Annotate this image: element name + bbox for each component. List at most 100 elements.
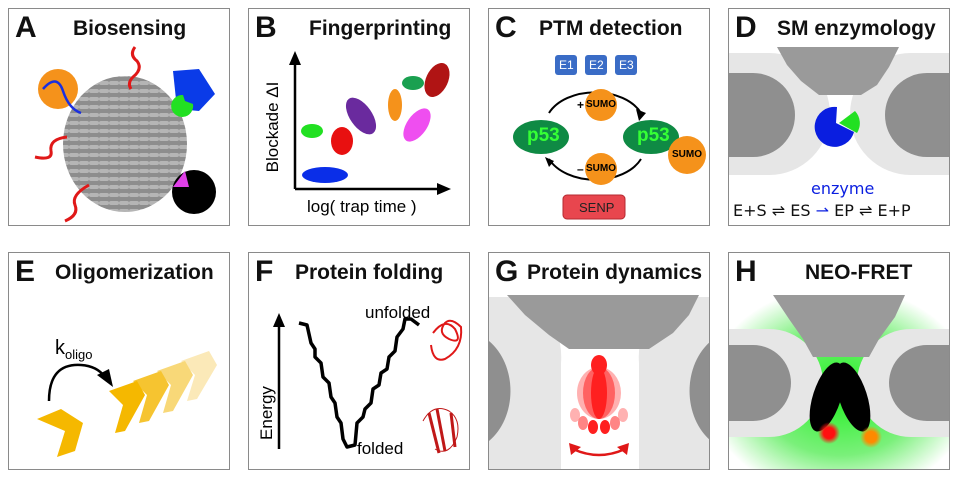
- sumo-attached-circle: [668, 136, 706, 174]
- enzymology-illustration: [729, 47, 949, 175]
- panel-neo-fret: H NEO-FRET: [728, 252, 950, 470]
- unfolded-label: unfolded: [365, 303, 431, 322]
- black-target-circle: [172, 170, 216, 214]
- monomer-chevron: [37, 409, 83, 457]
- cluster-purple: [345, 97, 377, 135]
- enzyme-pacman: [814, 106, 854, 147]
- nanopore-protein: [507, 295, 699, 349]
- red-linker-left: [34, 135, 68, 160]
- panel-letter: F: [255, 255, 274, 288]
- pore-wall-dark-right: [689, 342, 709, 440]
- rate-arrowhead: [97, 369, 113, 387]
- oligomer-chevron-1: [109, 381, 145, 433]
- p53-right-ellipse: [623, 120, 679, 154]
- panel-letter: D: [735, 11, 757, 44]
- orange-target-circle: [38, 69, 78, 109]
- cycle-arrowhead-bottom: [545, 157, 554, 167]
- y-axis-arrowhead: [289, 51, 301, 65]
- fingerprinting-plot: [289, 51, 451, 195]
- panel-title: Oligomerization: [55, 261, 214, 284]
- motion-arrow: [572, 447, 626, 457]
- rate-arrow: [47, 363, 107, 402]
- panel-letter: A: [15, 11, 37, 44]
- panel-title: PTM detection: [539, 17, 683, 40]
- cluster-blue: [302, 167, 348, 183]
- reaction-term: EP: [834, 201, 854, 220]
- x-axis-arrowhead: [437, 183, 451, 195]
- substrate-wedge: [839, 111, 860, 133]
- enzyme-e1-label: E1: [559, 58, 574, 72]
- panel-letter: G: [495, 255, 519, 288]
- remove-sign: –: [577, 162, 584, 176]
- motion-arrowhead-left: [569, 443, 581, 455]
- sumo-add-circle: [585, 89, 617, 121]
- green-receptor-pacman: [171, 94, 194, 117]
- catalytic-arrow: ⇀: [815, 201, 830, 220]
- panel-letter: B: [255, 11, 277, 44]
- donor-fluorophore: [818, 422, 840, 444]
- cluster-red: [331, 127, 353, 155]
- oligomer-chevron-4: [181, 351, 217, 401]
- rate-constant-label: koligo: [55, 337, 92, 362]
- folded-protein-structure: [422, 408, 459, 454]
- pore-wall-dark-right: [889, 345, 949, 421]
- equilibrium-arrow: ⇌: [771, 201, 786, 220]
- panel-title: Protein folding: [295, 261, 444, 284]
- cluster-green: [301, 124, 323, 138]
- pore-wall-light-left: [489, 297, 562, 469]
- pore-wall-dark-left: [729, 345, 791, 421]
- panel-fingerprinting: B Fingerprinting Blockade ΔI log( trap t…: [248, 8, 470, 226]
- sumo-remove-circle: [585, 153, 617, 185]
- oligomerization-illustration: [37, 351, 217, 457]
- nanopore-protein: [777, 47, 899, 95]
- reaction-term: E+S: [733, 201, 767, 220]
- acceptor-fluorophore: [860, 426, 882, 448]
- senp-box: [562, 194, 626, 220]
- sumo-remove-label: SUMO: [586, 163, 616, 174]
- enzyme-e3-label: E3: [619, 58, 634, 72]
- red-linker-bottom: [64, 183, 90, 223]
- panel-ptm-detection: C PTM detection E1 E2 E3 p53 p53 + SUMO …: [488, 8, 710, 226]
- pore-wall-dark-left: [729, 73, 795, 157]
- sumo-attached-label: SUMO: [672, 149, 702, 160]
- reaction-term: ES: [790, 201, 811, 220]
- energy-axis-arrowhead: [273, 313, 285, 327]
- add-sign: +: [577, 98, 585, 112]
- reaction-term: E+P: [877, 201, 911, 220]
- cluster-dark-green: [402, 76, 424, 90]
- cluster-orange: [388, 89, 402, 121]
- enzyme-e2-box: [585, 55, 607, 75]
- nanopore-protein: [63, 76, 187, 212]
- folded-label: folded: [357, 439, 404, 458]
- protein-arm-right: [835, 362, 871, 432]
- panel-letter: H: [735, 255, 757, 288]
- panel-title: Fingerprinting: [309, 17, 452, 40]
- panel-title: Biosensing: [73, 17, 187, 40]
- folding-energy-landscape: [273, 313, 463, 454]
- oligomer-chevron-3: [157, 361, 193, 413]
- p53-right-label: p53: [637, 125, 670, 146]
- energy-axis-label: Energy: [257, 386, 276, 440]
- reaction-scheme: E+S ⇌ ES ⇀ EP ⇌ E+P: [733, 201, 911, 220]
- red-linker-top: [127, 46, 141, 90]
- enzyme-label: enzyme: [811, 179, 875, 198]
- blue-aptamer-line: [42, 80, 82, 115]
- protein-conformations: [570, 355, 628, 434]
- ptm-cycle-diagram: [513, 55, 706, 220]
- enzyme-e1-box: [555, 55, 577, 75]
- pore-wall-dark-right: [885, 73, 949, 157]
- cluster-magenta: [403, 108, 431, 142]
- cycle-arrowhead-top: [636, 109, 646, 121]
- energy-landscape-curve: [298, 317, 421, 449]
- panel-sm-enzymology: D SM enzymology enzyme E+S ⇌ ES ⇀ EP ⇌ E…: [728, 8, 950, 226]
- magenta-triangle-receptor: [173, 171, 189, 187]
- unfolded-protein-coil: [430, 319, 463, 361]
- senp-label: SENP: [579, 200, 615, 215]
- p53-left-ellipse: [513, 120, 569, 154]
- panel-title: SM enzymology: [777, 17, 936, 40]
- panel-title: Protein dynamics: [527, 261, 703, 284]
- cluster-dark-red: [424, 63, 450, 97]
- enzyme-e2-label: E2: [589, 58, 604, 72]
- enzyme-e3-box: [615, 55, 637, 75]
- panel-title: NEO-FRET: [805, 261, 913, 284]
